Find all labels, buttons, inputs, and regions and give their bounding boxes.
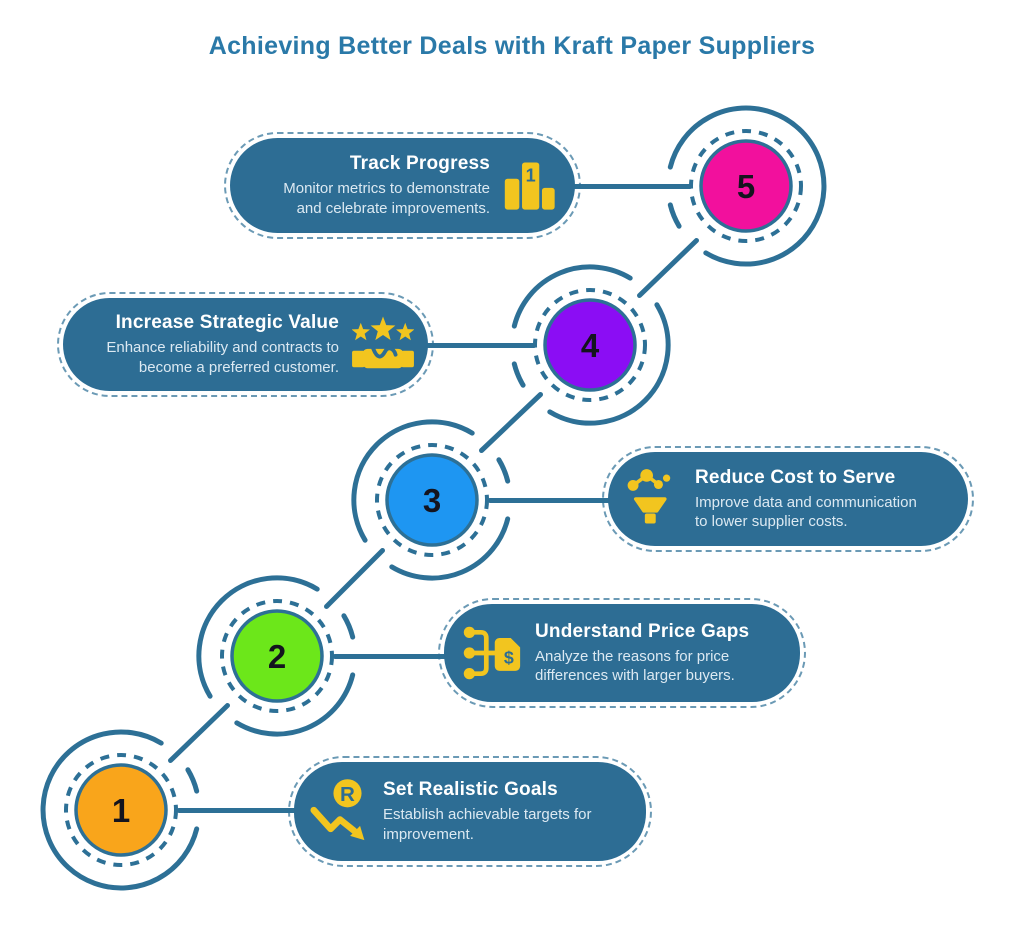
outer-ring-arc <box>389 516 511 581</box>
outer-ring-arc <box>667 202 682 229</box>
outer-ring-arc <box>40 729 200 891</box>
card-title: Track Progress <box>349 153 490 175</box>
page-title: Achieving Better Deals with Kraft Paper … <box>208 32 816 60</box>
card-text: Track Progress Monitor metrics to demons… <box>270 153 490 217</box>
dashed-ring <box>689 129 803 243</box>
outer-ring-arc <box>196 575 320 699</box>
dashed-ring <box>375 443 489 557</box>
card-title: Set Realistic Goals <box>383 779 558 801</box>
card-text: Reduce Cost to Serve Improve data and co… <box>695 467 917 531</box>
step-node-5 <box>699 139 793 233</box>
svg-text:R: R <box>340 782 355 805</box>
card-understand-price-gaps: $ Understand Price Gaps Analyze the reas… <box>438 598 806 708</box>
connector-lines <box>168 184 699 813</box>
card-text: Set Realistic Goals Establish achievable… <box>383 779 613 843</box>
connector-circle1-circle2 <box>168 703 230 763</box>
step-circle-2: 2 <box>196 575 356 737</box>
step-circle-4: 4 <box>511 264 671 426</box>
outer-ring-arc <box>351 419 475 543</box>
outer-ring-arc <box>496 457 511 484</box>
card-title: Reduce Cost to Serve <box>695 466 896 488</box>
card-increase-strategic-value: Increase Strategic Value Enhance reliabi… <box>57 292 434 397</box>
card-description: Improve data and communication to lower … <box>695 493 917 530</box>
card-description: Monitor metrics to demonstrate and celeb… <box>283 180 490 217</box>
card-text: Understand Price Gaps Analyze the reason… <box>535 621 749 685</box>
step-number-5: 5 <box>737 168 755 205</box>
connector-circle4-circle5 <box>637 238 699 298</box>
svg-text:$: $ <box>504 647 514 667</box>
step-circle-5: 5 <box>667 105 827 267</box>
data-funnel-icon <box>624 469 682 529</box>
card-description: Establish achievable targets for improve… <box>383 806 592 843</box>
step-number-4: 4 <box>581 327 600 364</box>
outer-ring-arc <box>667 105 827 267</box>
card-text: Increase Strategic Value Enhance reliabi… <box>101 312 339 376</box>
connector-circle2-circle3 <box>324 548 385 609</box>
outer-ring-arc <box>547 302 671 426</box>
card-description: Enhance reliability and contracts to bec… <box>106 339 339 376</box>
winner-podium-icon: 1 <box>503 157 561 215</box>
step-circle-3: 3 <box>351 419 511 581</box>
card-title: Increase Strategic Value <box>115 312 339 334</box>
flow-price-tag-icon: $ <box>460 622 522 684</box>
outer-ring-arc <box>185 767 200 794</box>
outer-ring-arc <box>511 264 633 329</box>
svg-text:1: 1 <box>526 165 536 185</box>
step-circle-1: 1 <box>40 729 200 891</box>
card-track-progress: Track Progress Monitor metrics to demons… <box>224 132 581 239</box>
stars-handshake-icon <box>352 315 414 374</box>
connector-circle3-circle4 <box>479 392 543 453</box>
step-number-3: 3 <box>423 482 441 519</box>
step-node-3 <box>385 453 479 547</box>
outer-ring-arc <box>341 613 356 640</box>
step-node-1 <box>74 763 168 857</box>
step-node-4 <box>543 298 637 392</box>
dashed-ring <box>64 753 178 867</box>
step-node-2 <box>230 609 324 703</box>
card-description: Analyze the reasons for price difference… <box>535 647 735 684</box>
step-number-2: 2 <box>268 638 286 675</box>
card-set-realistic-goals: R Set Realistic Goals Establish achievab… <box>288 756 652 867</box>
outer-ring-arc <box>511 361 526 388</box>
card-title: Understand Price Gaps <box>535 620 750 642</box>
declining-trend-coin-icon: R <box>310 777 370 847</box>
step-number-1: 1 <box>112 792 130 829</box>
dashed-ring <box>533 288 647 402</box>
dashed-ring <box>220 599 334 713</box>
outer-ring-arc <box>234 672 356 737</box>
card-reduce-cost-to-serve: Reduce Cost to Serve Improve data and co… <box>602 446 974 552</box>
